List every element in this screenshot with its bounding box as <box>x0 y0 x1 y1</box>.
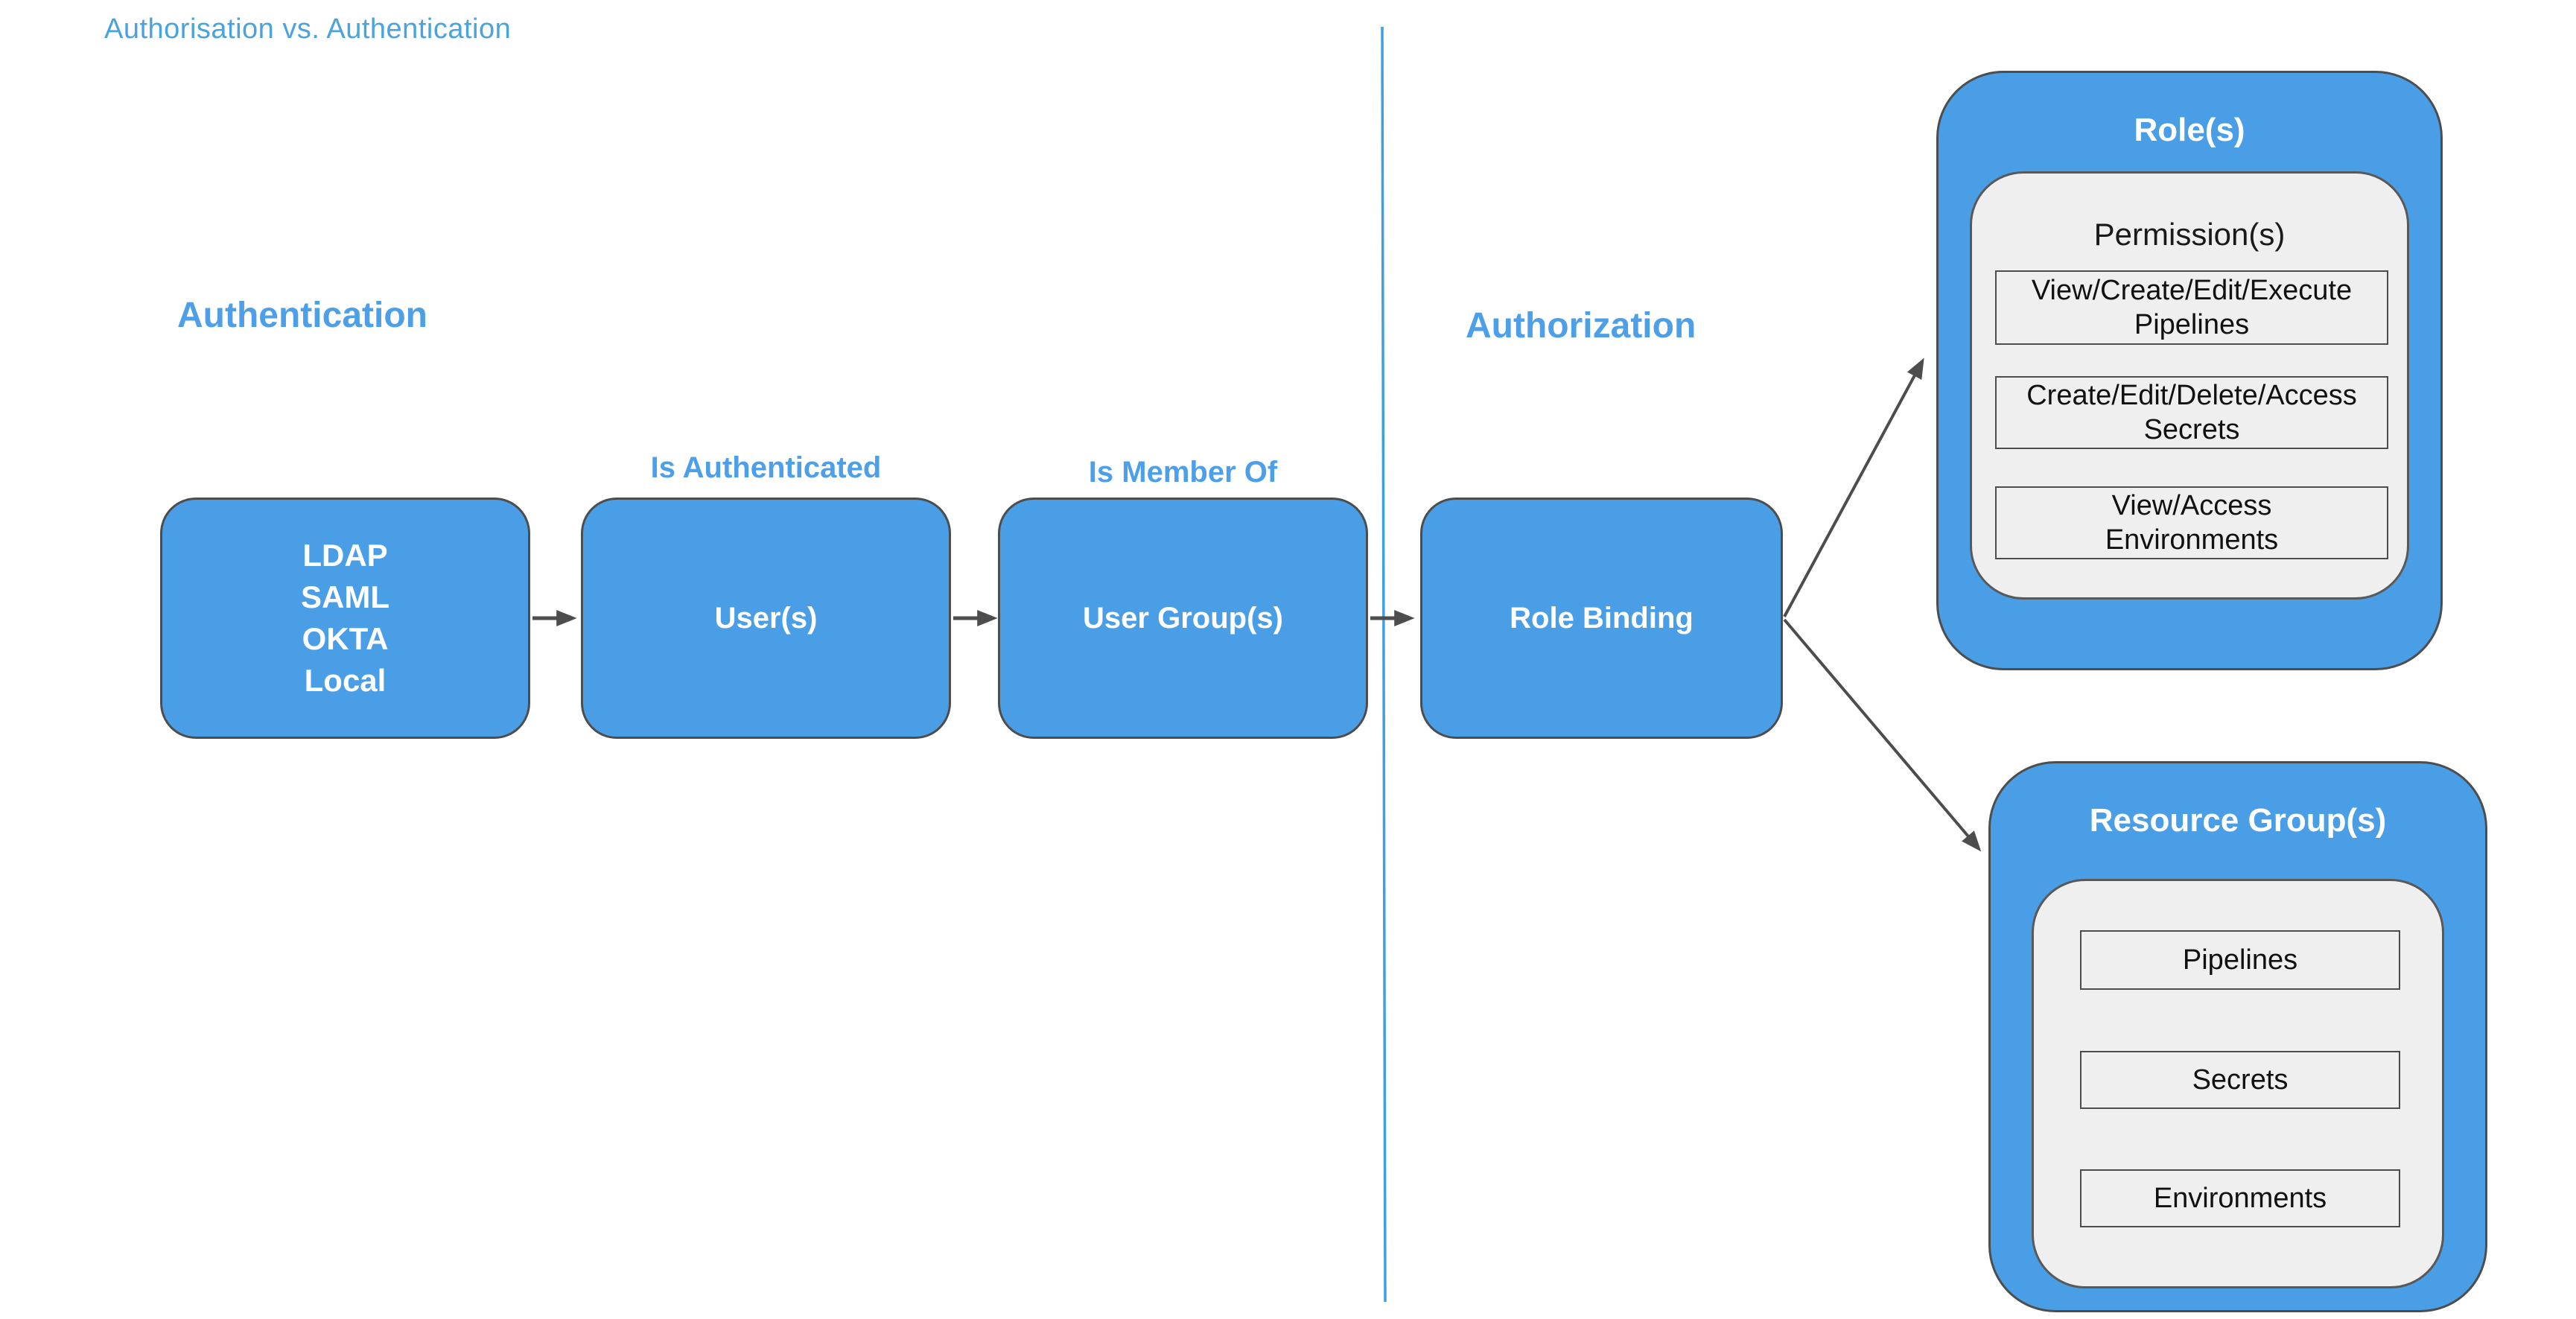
role-binding-box: Role Binding <box>1420 498 1783 739</box>
is-authenticated-label: Is Authenticated <box>650 451 882 484</box>
roles-container: Role(s) Permission(s) View/Create/Edit/E… <box>1936 71 2443 670</box>
authentication-heading: Authentication <box>177 296 427 335</box>
resources-panel: Pipelines Secrets Environments <box>2032 879 2444 1288</box>
idp-line-ldap: LDAP <box>302 538 388 573</box>
arrow-binding-to-resource-groups <box>1783 618 1982 852</box>
permissions-panel: Permission(s) View/Create/Edit/Execute P… <box>1970 171 2409 600</box>
identity-providers-box: LDAP SAML OKTA Local <box>160 498 530 739</box>
permission-item-secrets: Create/Edit/Delete/Access Secrets <box>1995 376 2388 449</box>
resource-item-secrets: Secrets <box>2080 1051 2400 1109</box>
section-divider <box>1381 26 1387 1303</box>
user-groups-box-label: User Group(s) <box>1083 601 1283 635</box>
role-binding-box-label: Role Binding <box>1510 601 1694 635</box>
resource-groups-container: Resource Group(s) Pipelines Secrets Envi… <box>1988 761 2487 1312</box>
resource-item-pipelines: Pipelines <box>2080 930 2400 990</box>
users-box: User(s) <box>581 498 951 739</box>
idp-line-saml: SAML <box>301 579 389 614</box>
resource-item-environments: Environments <box>2080 1169 2400 1227</box>
is-member-of-label: Is Member Of <box>1088 456 1278 489</box>
user-groups-box: User Group(s) <box>998 498 1368 739</box>
permissions-panel-title: Permission(s) <box>2093 217 2286 252</box>
resource-groups-container-title: Resource Group(s) <box>2089 802 2387 839</box>
idp-line-local: Local <box>304 663 387 698</box>
idp-line-okta: OKTA <box>302 621 389 656</box>
permission-item-pipelines: View/Create/Edit/Execute Pipelines <box>1995 270 2388 345</box>
page-title: Authorisation vs. Authentication <box>104 13 512 45</box>
permission-item-environments: View/Access Environments <box>1995 486 2388 559</box>
authorization-heading: Authorization <box>1466 306 1696 346</box>
roles-container-title: Role(s) <box>2134 112 2245 148</box>
users-box-label: User(s) <box>714 601 818 635</box>
arrow-binding-to-roles <box>1783 357 1924 617</box>
